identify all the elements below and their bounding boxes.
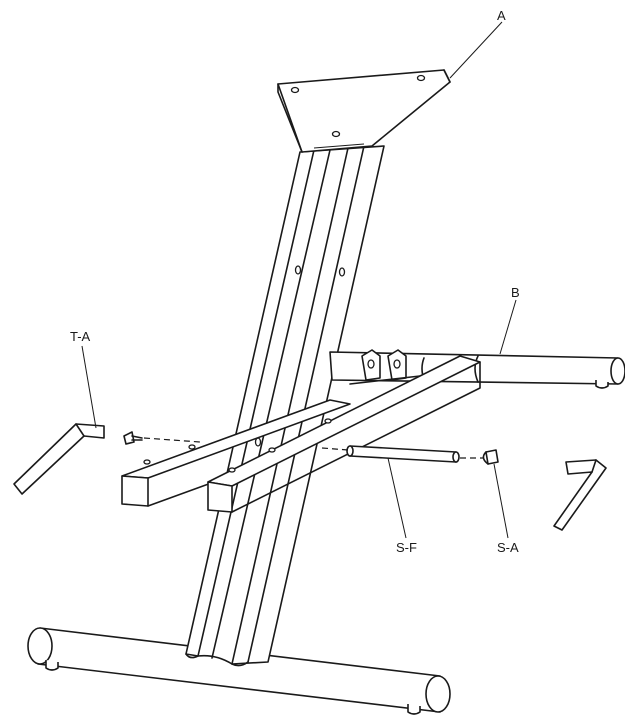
leader-a <box>449 21 503 79</box>
leader-sa <box>493 463 509 539</box>
screw-right <box>482 449 499 465</box>
front-rail <box>207 355 481 513</box>
label-ta: T-A <box>70 329 91 344</box>
screw-left <box>123 431 201 445</box>
leader-sf <box>387 457 407 539</box>
leader-ta <box>81 345 97 429</box>
base-tube <box>27 627 451 715</box>
shaft-pin <box>321 445 484 463</box>
label-sa: S-A <box>497 540 519 555</box>
upright-column <box>185 145 385 667</box>
allen-key-left <box>13 423 105 495</box>
label-b: B <box>511 285 520 300</box>
hinge-bracket <box>349 349 421 385</box>
allen-key-right <box>553 459 607 531</box>
top-plate <box>277 69 451 153</box>
leader-b <box>499 299 517 355</box>
label-sf: S-F <box>396 540 417 555</box>
label-a: A <box>497 8 506 23</box>
